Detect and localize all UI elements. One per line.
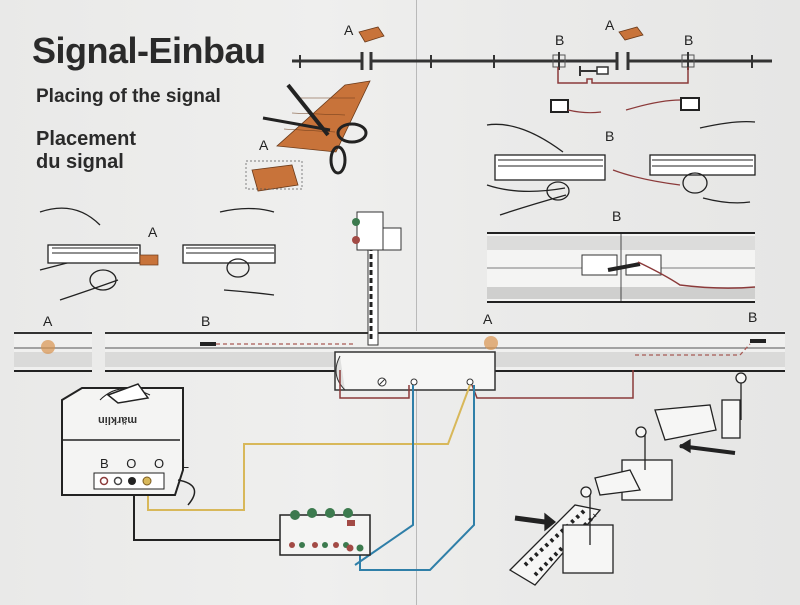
transformer-terminal-labels: B O O L (100, 456, 196, 471)
page-fold (416, 0, 417, 605)
transformer-brand-logo: märklin (98, 414, 138, 426)
hands-track-insertion-a (39, 207, 276, 301)
schematic-signal-symbol (579, 66, 609, 76)
label-b-hands: B (605, 128, 615, 144)
insulator-piece-top-left (358, 26, 385, 43)
control-switch-box (279, 508, 371, 556)
label-a-top-right: A (605, 17, 615, 33)
signal-base-box (334, 351, 496, 391)
subtitle-english: Placing of the signal (36, 86, 221, 107)
label-a-track-left: A (43, 313, 53, 329)
black-wire (133, 485, 282, 541)
schematic-track (292, 52, 772, 70)
scissors-icon (262, 83, 368, 175)
schematic-wire (557, 67, 689, 84)
insulator-piece-folded (245, 160, 303, 192)
label-b-top-1: B (555, 32, 565, 48)
label-b-track-left: B (201, 313, 211, 329)
yellow-wire (147, 384, 471, 511)
page-title: Signal-Einbau (32, 30, 266, 71)
schematic-plugs (550, 97, 700, 114)
main-track (14, 331, 785, 372)
label-b-top-2: B (684, 32, 694, 48)
signal-assembly-step-2 (594, 426, 673, 501)
red-wire-left (339, 370, 410, 399)
insulator-piece-top-right (618, 26, 644, 41)
subtitle-french-line2: du signal (36, 151, 124, 173)
hands-track-insertion-b (486, 120, 756, 216)
transformer (61, 383, 196, 506)
red-wire-right (471, 370, 634, 399)
label-a-top-left: A (344, 22, 354, 38)
label-a-track-right: A (483, 311, 493, 327)
signal-assembly-step-3 (508, 486, 614, 586)
subtitle-french: Placement du signal (36, 128, 136, 174)
blue-wire-1 (354, 385, 414, 566)
label-a-hands: A (148, 224, 158, 240)
signal-mast (352, 211, 402, 346)
subtitle-french-line1: Placement (36, 128, 137, 150)
label-a-scissors: A (259, 137, 269, 153)
blue-wire-2 (359, 385, 475, 571)
track-closeup-b (487, 232, 756, 303)
signal-assembly-step-1 (654, 372, 747, 455)
label-b-closeup: B (612, 208, 622, 224)
label-b-track-right: B (748, 309, 758, 325)
